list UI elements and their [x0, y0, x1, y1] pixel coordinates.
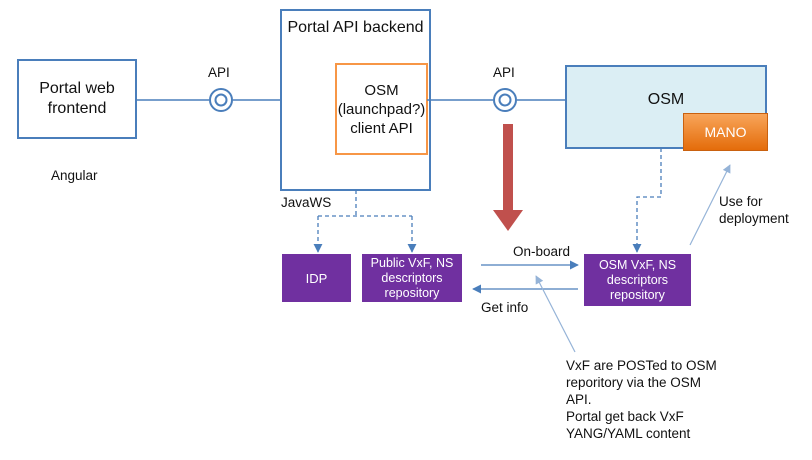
- get-info-label: Get info: [481, 300, 529, 315]
- on-board-label: On-board: [513, 244, 571, 259]
- api-interface-icon-left: [209, 88, 233, 112]
- osm-client-api-label: OSM (launchpad?) client API: [337, 81, 426, 137]
- portal-web-frontend-label: Portal web frontend: [39, 80, 115, 117]
- use-for-deployment-arrow: [689, 164, 731, 246]
- api-label-left: API: [208, 65, 230, 80]
- mano-box: MANO: [683, 113, 768, 151]
- api-interface-icon-right: [493, 88, 517, 112]
- javaws-label: JavaWS: [281, 195, 332, 210]
- osm-label: OSM: [647, 91, 685, 108]
- backend-dashed-connector: [318, 190, 412, 217]
- osm-api-note: VxF are POSTed to OSM reporitory via the…: [566, 358, 717, 441]
- public-vxf-repository-box: Public VxF, NS descriptors repository: [362, 254, 462, 302]
- portal-api-backend-label: Portal API backend: [287, 19, 424, 36]
- use-for-deployment-label: Use for deployment: [719, 194, 789, 226]
- osm-client-api-box: [335, 63, 428, 155]
- red-down-arrow: [493, 124, 523, 231]
- api-label-right: API: [493, 65, 515, 80]
- osm-dashed-connector: [632, 148, 662, 253]
- idp-box: IDP: [282, 254, 351, 302]
- angular-label: Angular: [51, 168, 98, 183]
- osm-vxf-repository-box: OSM VxF, NS descriptors repository: [584, 254, 691, 306]
- portal-web-frontend-box: [17, 59, 137, 139]
- note-pointer-arrow: [535, 275, 576, 353]
